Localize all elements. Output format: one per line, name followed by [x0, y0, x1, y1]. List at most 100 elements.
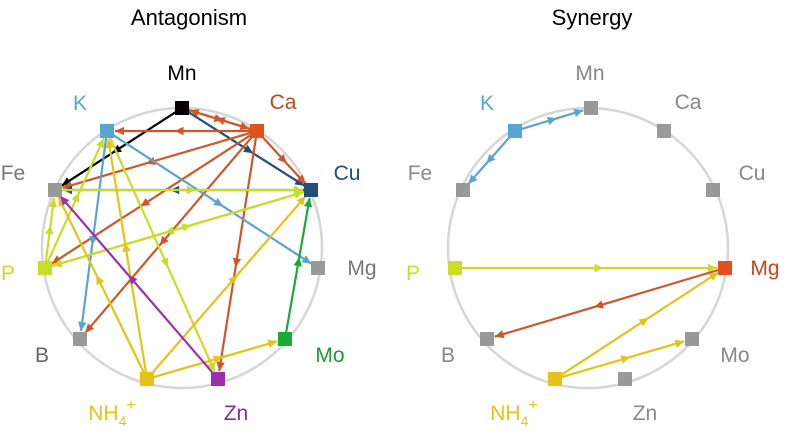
edge-mid-arrowhead: [186, 185, 196, 195]
edge-k-to-fe: [467, 135, 512, 185]
edge-line: [560, 271, 719, 377]
edge-arrowhead: [78, 321, 87, 332]
edge-ca-to-zn: [216, 137, 257, 372]
edge-arrowhead: [189, 108, 200, 117]
node-k-marker: [508, 124, 522, 138]
edge-arrowhead: [296, 174, 306, 185]
edge-nh4-to-mo: [561, 339, 685, 379]
node-nh4-marker: [140, 372, 154, 386]
edge-arrowhead: [52, 259, 63, 268]
node-nh4-label: NH4+: [490, 397, 537, 429]
node-cu-label: Cu: [334, 162, 361, 185]
node-fe-marker: [48, 183, 62, 197]
edge-arrowhead: [85, 323, 95, 333]
node-p-marker: [448, 261, 462, 275]
node-b-label: B: [35, 344, 49, 367]
node-k-marker: [100, 124, 114, 138]
node-mo-label: Mo: [720, 344, 749, 367]
edge-nh4-to-mo: [153, 339, 278, 379]
edge-arrowhead: [674, 339, 685, 348]
edge-arrowhead: [216, 361, 225, 372]
node-k-label: K: [480, 92, 494, 115]
antagonism-title: Antagonism: [131, 5, 247, 30]
edge-p-to-mg: [462, 263, 717, 273]
node-fe-marker: [456, 183, 470, 197]
node-mn-label: Mn: [575, 62, 604, 85]
node-ca-label: Ca: [270, 91, 297, 114]
edge-mid-arrowhead: [112, 144, 122, 154]
edge-mid-arrowhead: [164, 226, 175, 235]
edge-line: [150, 195, 307, 375]
edge-mid-arrowhead: [638, 317, 649, 327]
edge-mid-arrowhead: [140, 197, 151, 207]
synergy-edges: [462, 108, 719, 379]
edge-arrowhead: [494, 330, 505, 339]
edge-arrowhead: [48, 197, 58, 208]
edge-nh4-to-mg: [560, 271, 719, 377]
node-cu-marker: [304, 183, 318, 197]
edge-mn-to-cu: [187, 110, 305, 187]
edge-ca-to-cu: [260, 135, 307, 185]
edge-mid-arrowhead: [486, 153, 496, 164]
edge-arrowhead: [105, 138, 114, 149]
node-zn-label: Zn: [224, 402, 249, 425]
node-mn-label: Mn: [167, 62, 196, 85]
edge-mid-arrowhead: [145, 156, 156, 165]
edge-mid-arrowhead: [293, 257, 302, 267]
edge-arrowhead: [294, 177, 305, 186]
edge-ca-to-b: [84, 135, 254, 334]
edge-cu-to-p: [52, 190, 305, 268]
node-ca-marker: [657, 124, 671, 138]
edge-k-to-mn: [521, 108, 584, 131]
edge-p-to-fe: [44, 197, 58, 262]
edge-mid-arrowhead: [215, 116, 226, 126]
edge-nh4-to-cu: [150, 195, 307, 375]
edge-line: [494, 268, 719, 338]
edge-mid-arrowhead: [213, 355, 223, 364]
edge-mid-arrowhead: [620, 355, 631, 364]
edge-mg-to-b: [494, 268, 719, 339]
edge-arrowhead: [294, 185, 303, 195]
edge-mid-arrowhead: [277, 153, 287, 164]
node-nh4-label: NH4+: [88, 397, 135, 429]
node-mo-marker: [278, 332, 292, 346]
node-mn-marker: [584, 101, 598, 115]
edge-mid-arrowhead: [96, 275, 105, 285]
edge-mid-arrowhead: [228, 275, 238, 285]
edge-line: [107, 138, 147, 373]
edge-mid-arrowhead: [546, 116, 557, 125]
node-zn-marker: [618, 372, 632, 386]
node-fe-label: Fe: [1, 162, 26, 185]
edge-line: [57, 196, 145, 374]
node-p-label: P: [1, 262, 15, 285]
edge-line: [218, 137, 257, 372]
node-zn-marker: [211, 372, 225, 386]
antagonism-edges: [44, 108, 313, 379]
edge-arrowhead: [96, 138, 104, 149]
edge-zn-to-fe: [59, 195, 215, 375]
edge-mid-arrowhead: [174, 126, 184, 136]
edge-fe-to-cu: [62, 185, 303, 195]
node-b-marker: [480, 332, 494, 346]
node-mo-marker: [685, 332, 699, 346]
edge-arrowhead: [468, 174, 478, 184]
node-ca-marker: [250, 124, 264, 138]
node-mg-label: Mg: [750, 257, 779, 280]
edge-k-to-zn: [108, 136, 216, 373]
node-mg-label: Mg: [347, 257, 376, 280]
edge-mo-to-cu: [285, 197, 313, 333]
edge-line: [52, 190, 305, 267]
edge-mid-arrowhead: [213, 197, 224, 207]
edge-line: [62, 131, 251, 189]
node-cu-marker: [706, 183, 720, 197]
edge-k-to-mg: [112, 133, 312, 265]
edge-line: [112, 133, 312, 265]
edge-line: [59, 195, 215, 375]
edge-mid-arrowhead: [128, 275, 138, 285]
node-p-label: P: [406, 262, 420, 285]
node-cu-label: Cu: [739, 162, 766, 185]
edge-ca-to-k: [115, 126, 250, 136]
